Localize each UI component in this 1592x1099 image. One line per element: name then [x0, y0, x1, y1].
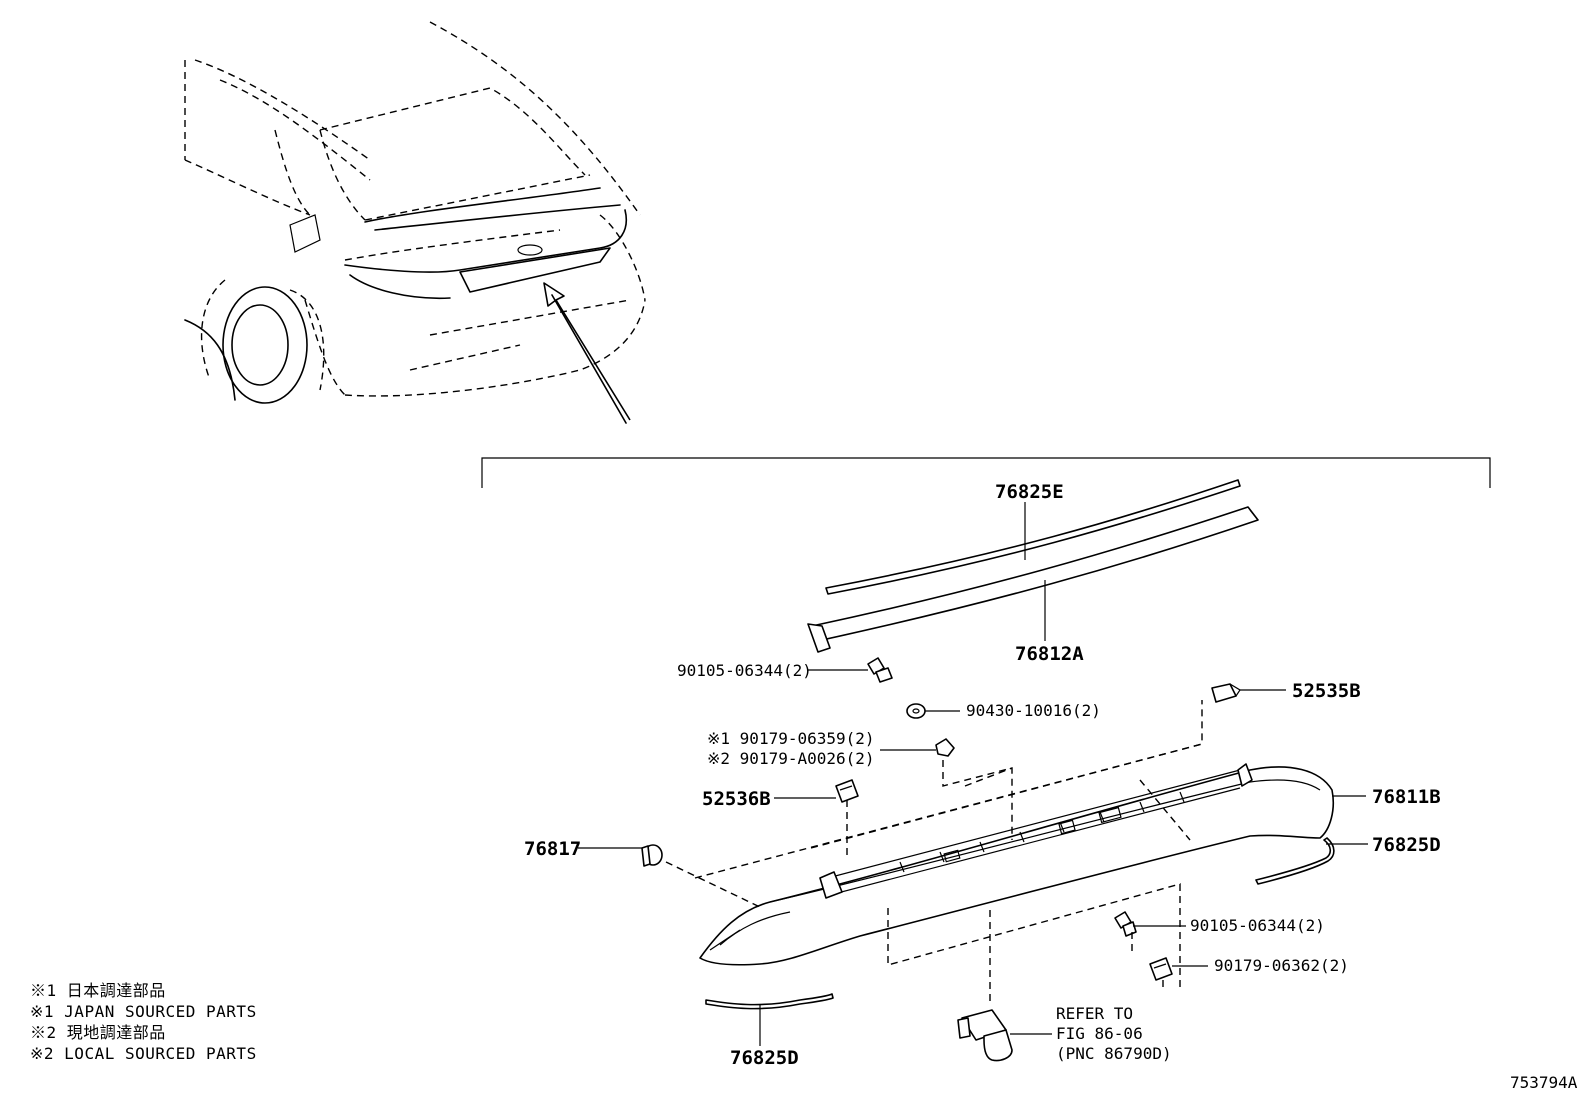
label-90105-upper: 90105-06344(2)	[677, 661, 812, 680]
group-bracket	[481, 457, 1491, 488]
leader-lines	[578, 502, 1368, 1046]
part-76825D-left-strip	[705, 993, 834, 1010]
label-refer-line1: REFER TO	[1056, 1004, 1133, 1023]
label-90179-local: ※2 90179-A0026(2)	[707, 749, 875, 768]
label-refer-line2: FIG 86-06	[1056, 1024, 1143, 1043]
label-52535B: 52535B	[1292, 680, 1361, 702]
label-refer-line3: (PNC 86790D)	[1056, 1044, 1172, 1063]
clip-52536B	[835, 779, 859, 803]
fastener-76817	[641, 844, 663, 867]
label-76825E: 76825E	[995, 481, 1064, 503]
assembly-guide-lines	[665, 700, 1203, 1004]
part-76825D-right-strip	[1255, 837, 1335, 885]
label-90105-lower: 90105-06344(2)	[1190, 916, 1325, 935]
bolt-90105-upper	[867, 657, 893, 683]
note-1-en: ※1 JAPAN SOURCED PARTS	[30, 1002, 257, 1021]
label-90179-06362: 90179-06362(2)	[1214, 956, 1349, 975]
note-1-jp: ※1 日本調達部品	[30, 981, 166, 1000]
washer-90430	[906, 703, 926, 719]
part-76811B-garnish	[699, 763, 1335, 966]
bolt-90105-lower	[1114, 911, 1137, 937]
clip-90179-upper	[935, 738, 955, 757]
label-90179-japan: ※1 90179-06359(2)	[707, 729, 875, 748]
label-90430: 90430-10016(2)	[966, 701, 1101, 720]
label-76825D-right: 76825D	[1372, 834, 1441, 856]
camera-module	[957, 1009, 1013, 1062]
label-76812A: 76812A	[1015, 643, 1084, 665]
sourcing-notes: ※1 日本調達部品 ※1 JAPAN SOURCED PARTS ※2 現地調達…	[30, 981, 257, 1063]
label-76817: 76817	[524, 838, 581, 860]
note-2-jp: ※2 現地調達部品	[30, 1023, 166, 1042]
part-76812A-moulding	[807, 506, 1259, 653]
label-76825D-left: 76825D	[730, 1047, 799, 1069]
vehicle-rear-illustration	[184, 21, 646, 424]
part-76825E-strip	[825, 479, 1241, 595]
clip-90179-06362	[1149, 957, 1173, 981]
label-52536B: 52536B	[702, 788, 771, 810]
callout-labels: 76825E 76812A 90105-06344(2) 90430-10016…	[524, 481, 1441, 1069]
label-76811B: 76811B	[1372, 786, 1441, 808]
note-2-en: ※2 LOCAL SOURCED PARTS	[30, 1044, 257, 1063]
figure-id: 753794A	[1510, 1073, 1578, 1092]
clip-52535B	[1211, 683, 1241, 703]
